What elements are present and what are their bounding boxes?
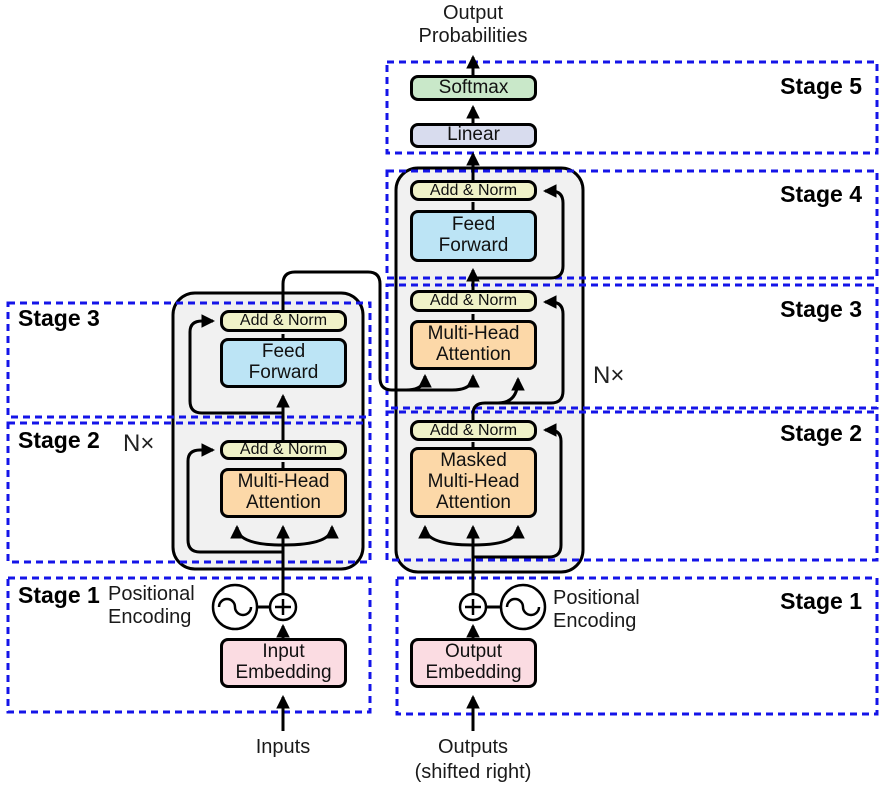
stage-label-right-3: Stage 3 (780, 296, 862, 322)
encoder-module-box (171, 291, 365, 571)
decoder-multi-head-attention-block: Multi-Head Attention (410, 320, 537, 370)
connector-arrows (186, 54, 565, 731)
stage-label-right-2: Stage 2 (780, 420, 862, 446)
inputs-label: Inputs (255, 736, 311, 758)
encoder-ff-add-norm-block: Add & Norm (220, 310, 347, 332)
softmax-block: Softmax (410, 75, 537, 101)
stage-label-left-3: Stage 3 (18, 305, 100, 331)
output-embedding-block: Output Embedding (410, 638, 537, 688)
linear-block: Linear (410, 123, 537, 148)
positional-encoding-icon-right (499, 583, 547, 631)
decoder-ff-add-norm-block: Add & Norm (410, 180, 537, 201)
outputs-label: Outputs (437, 736, 509, 758)
encoder-add-norm-block: Add & Norm (220, 440, 347, 460)
add-symbol-left (268, 592, 298, 622)
outputs-shifted-right-note: (shifted right) (414, 761, 532, 783)
output-probabilities-label: Output Probabilities (418, 2, 528, 47)
stage-label-left-2: Stage 2 (18, 427, 100, 453)
stage-label-right-4: Stage 4 (780, 181, 862, 207)
stage-label-right-1: Stage 1 (780, 588, 862, 614)
n-times-label-left: N× (123, 430, 155, 457)
stage-box-right-5 (385, 60, 879, 155)
stage-box-right-1 (395, 576, 879, 716)
positional-encoding-label-left: Positional Encoding (108, 583, 195, 628)
stage-box-right-2 (385, 410, 879, 562)
add-symbol-right (458, 592, 488, 622)
masked-multi-head-attention-block: Masked Multi-Head Attention (410, 447, 537, 518)
decoder-cross-add-norm-block: Add & Norm (410, 290, 537, 312)
decoder-feed-forward-block: Feed Forward (410, 210, 537, 262)
encoder-feed-forward-block: Feed Forward (220, 338, 347, 388)
n-times-label-right: N× (593, 362, 625, 389)
decoder-masked-add-norm-block: Add & Norm (410, 420, 537, 441)
stage-box-left-1 (6, 576, 372, 714)
positional-encoding-icon-left (211, 583, 259, 631)
stage-label-left-1: Stage 1 (18, 582, 100, 608)
stage-box-right-4 (385, 169, 879, 280)
stage-label-right-5: Stage 5 (780, 73, 862, 99)
input-embedding-block: Input Embedding (220, 638, 347, 688)
stage-box-left-2 (6, 421, 372, 564)
stage-box-left-3 (6, 301, 372, 419)
positional-encoding-label-right: Positional Encoding (553, 587, 640, 632)
encoder-multi-head-attention-block: Multi-Head Attention (220, 468, 347, 518)
stage-boxes (6, 60, 879, 716)
stage-box-right-3 (385, 283, 879, 410)
